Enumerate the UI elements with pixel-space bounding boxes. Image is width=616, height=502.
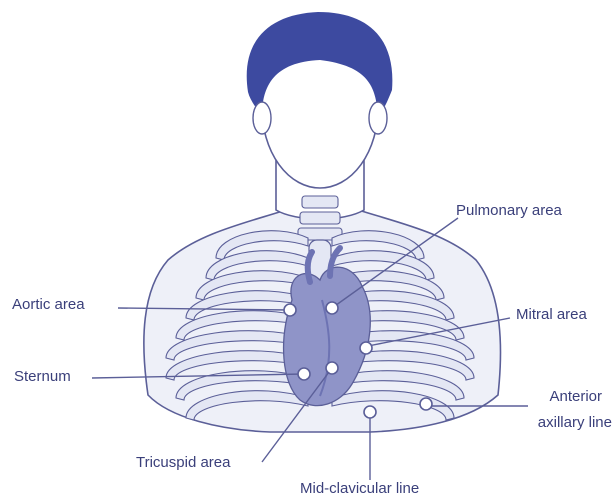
label-tricuspid-area: Tricuspid area <box>136 454 230 472</box>
spine <box>298 196 342 240</box>
midclavicular-marker <box>364 406 376 418</box>
aortic-marker <box>284 304 296 316</box>
label-sternum: Sternum <box>14 368 71 386</box>
mitral-marker <box>360 342 372 354</box>
sternum-marker <box>298 368 310 380</box>
label-mid-clavicular-line: Mid-clavicular line <box>300 480 419 498</box>
label-anterior: Anterior <box>532 388 602 406</box>
tricuspid-marker <box>326 362 338 374</box>
pulmonary-marker <box>326 302 338 314</box>
anterior-axillary-marker <box>420 398 432 410</box>
human-head-icon <box>247 12 393 188</box>
label-aortic-area: Aortic area <box>12 296 85 314</box>
label-axillary-line: axillary line <box>516 414 612 432</box>
label-pulmonary-area: Pulmonary area <box>456 202 562 220</box>
label-mitral-area: Mitral area <box>516 306 587 324</box>
